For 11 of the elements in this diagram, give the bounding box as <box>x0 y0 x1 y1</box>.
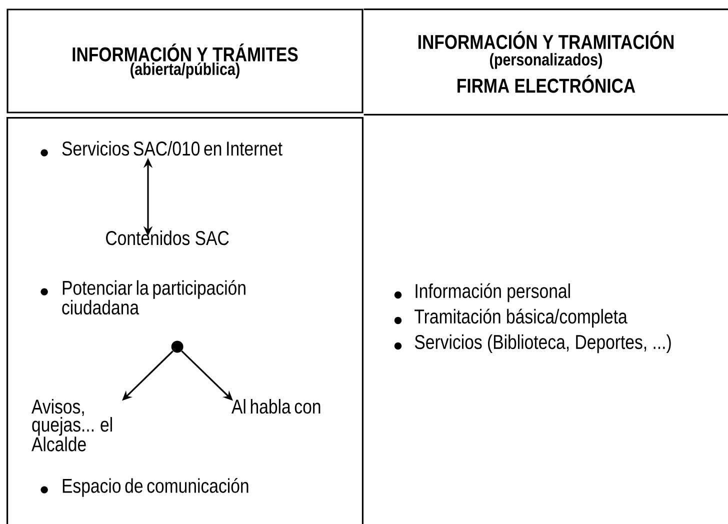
table-cell <box>6 117 364 524</box>
item-text: Al habla con <box>232 399 320 414</box>
list-item: Potenciar la participación ciudadana <box>62 280 246 315</box>
header-cell: INFORMACIÓN Y TRAMITACIÓN (personalizados) FIRMA ELECTRÓNICA <box>363 8 728 116</box>
item-text: Avisos, quejas... el Alcalde <box>32 399 112 452</box>
list-item: Servicios SAC/010 en Internet <box>62 141 282 156</box>
junction-dot <box>171 340 184 353</box>
item-text: Contenidos SAC <box>106 230 229 246</box>
list-item: Información personal Tramitación básica/completa Servicios (Biblioteca, Deportes, ...) <box>414 283 671 354</box>
header-cell: INFORMACIÓN Y TRÁMITES (abierta/pública) <box>6 8 364 114</box>
list-item: Espacio de comunicación <box>62 478 248 497</box>
